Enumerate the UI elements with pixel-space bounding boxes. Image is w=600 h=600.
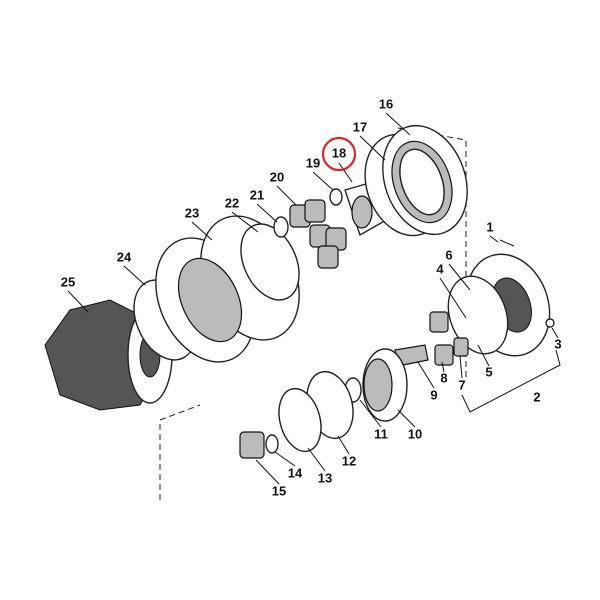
callout-8[interactable]: 8 <box>440 370 447 385</box>
highlight-circle-18 <box>321 136 357 172</box>
part-21-washer <box>273 216 289 238</box>
callout-5[interactable]: 5 <box>485 364 492 379</box>
callout-4[interactable]: 4 <box>436 261 444 276</box>
callout-21[interactable]: 21 <box>250 187 264 202</box>
leader-lines <box>67 112 559 485</box>
callout-6[interactable]: 6 <box>445 247 452 262</box>
callout-3[interactable]: 3 <box>554 336 561 351</box>
callout-1[interactable]: 1 <box>486 219 493 234</box>
part-15-gear <box>239 431 265 459</box>
callout-17[interactable]: 17 <box>353 119 367 134</box>
part-6-o-ring <box>447 275 509 355</box>
assembly-boundary-line <box>159 404 201 500</box>
part-7-gear <box>453 337 469 357</box>
callout-10[interactable]: 10 <box>408 426 422 441</box>
part-14-washer <box>265 434 279 454</box>
part-8-gear <box>434 344 454 366</box>
callout-12[interactable]: 12 <box>342 453 356 468</box>
callout-2[interactable]: 2 <box>533 389 540 404</box>
callout-22[interactable]: 22 <box>225 195 239 210</box>
part-22-ring <box>240 223 300 301</box>
callout-19[interactable]: 19 <box>306 155 320 170</box>
callout-11[interactable]: 11 <box>374 426 388 441</box>
part-3-plug <box>545 318 555 328</box>
callout-20[interactable]: 20 <box>270 169 284 184</box>
part-19-washer <box>329 188 343 206</box>
callout-16[interactable]: 16 <box>379 96 393 111</box>
callout-7[interactable]: 7 <box>458 377 465 392</box>
callout-23[interactable]: 23 <box>185 205 199 220</box>
part-23-housing <box>155 215 300 363</box>
callout-9[interactable]: 9 <box>430 387 437 402</box>
part-1-bolt <box>499 239 515 247</box>
part-13-snap-ring <box>278 387 322 453</box>
bracket-2 <box>461 349 561 413</box>
part-16-ring-gear <box>382 124 468 236</box>
callout-14[interactable]: 14 <box>288 465 303 480</box>
part-10-ring-gear <box>362 348 408 422</box>
part-20-planet-gears <box>289 199 347 269</box>
callout-18[interactable]: 18 <box>332 145 346 160</box>
callout-25[interactable]: 25 <box>61 274 75 289</box>
callout-15[interactable]: 15 <box>272 483 286 498</box>
callout-13[interactable]: 13 <box>318 470 332 485</box>
callout-24[interactable]: 24 <box>117 249 132 264</box>
part-7-gear <box>429 311 449 333</box>
